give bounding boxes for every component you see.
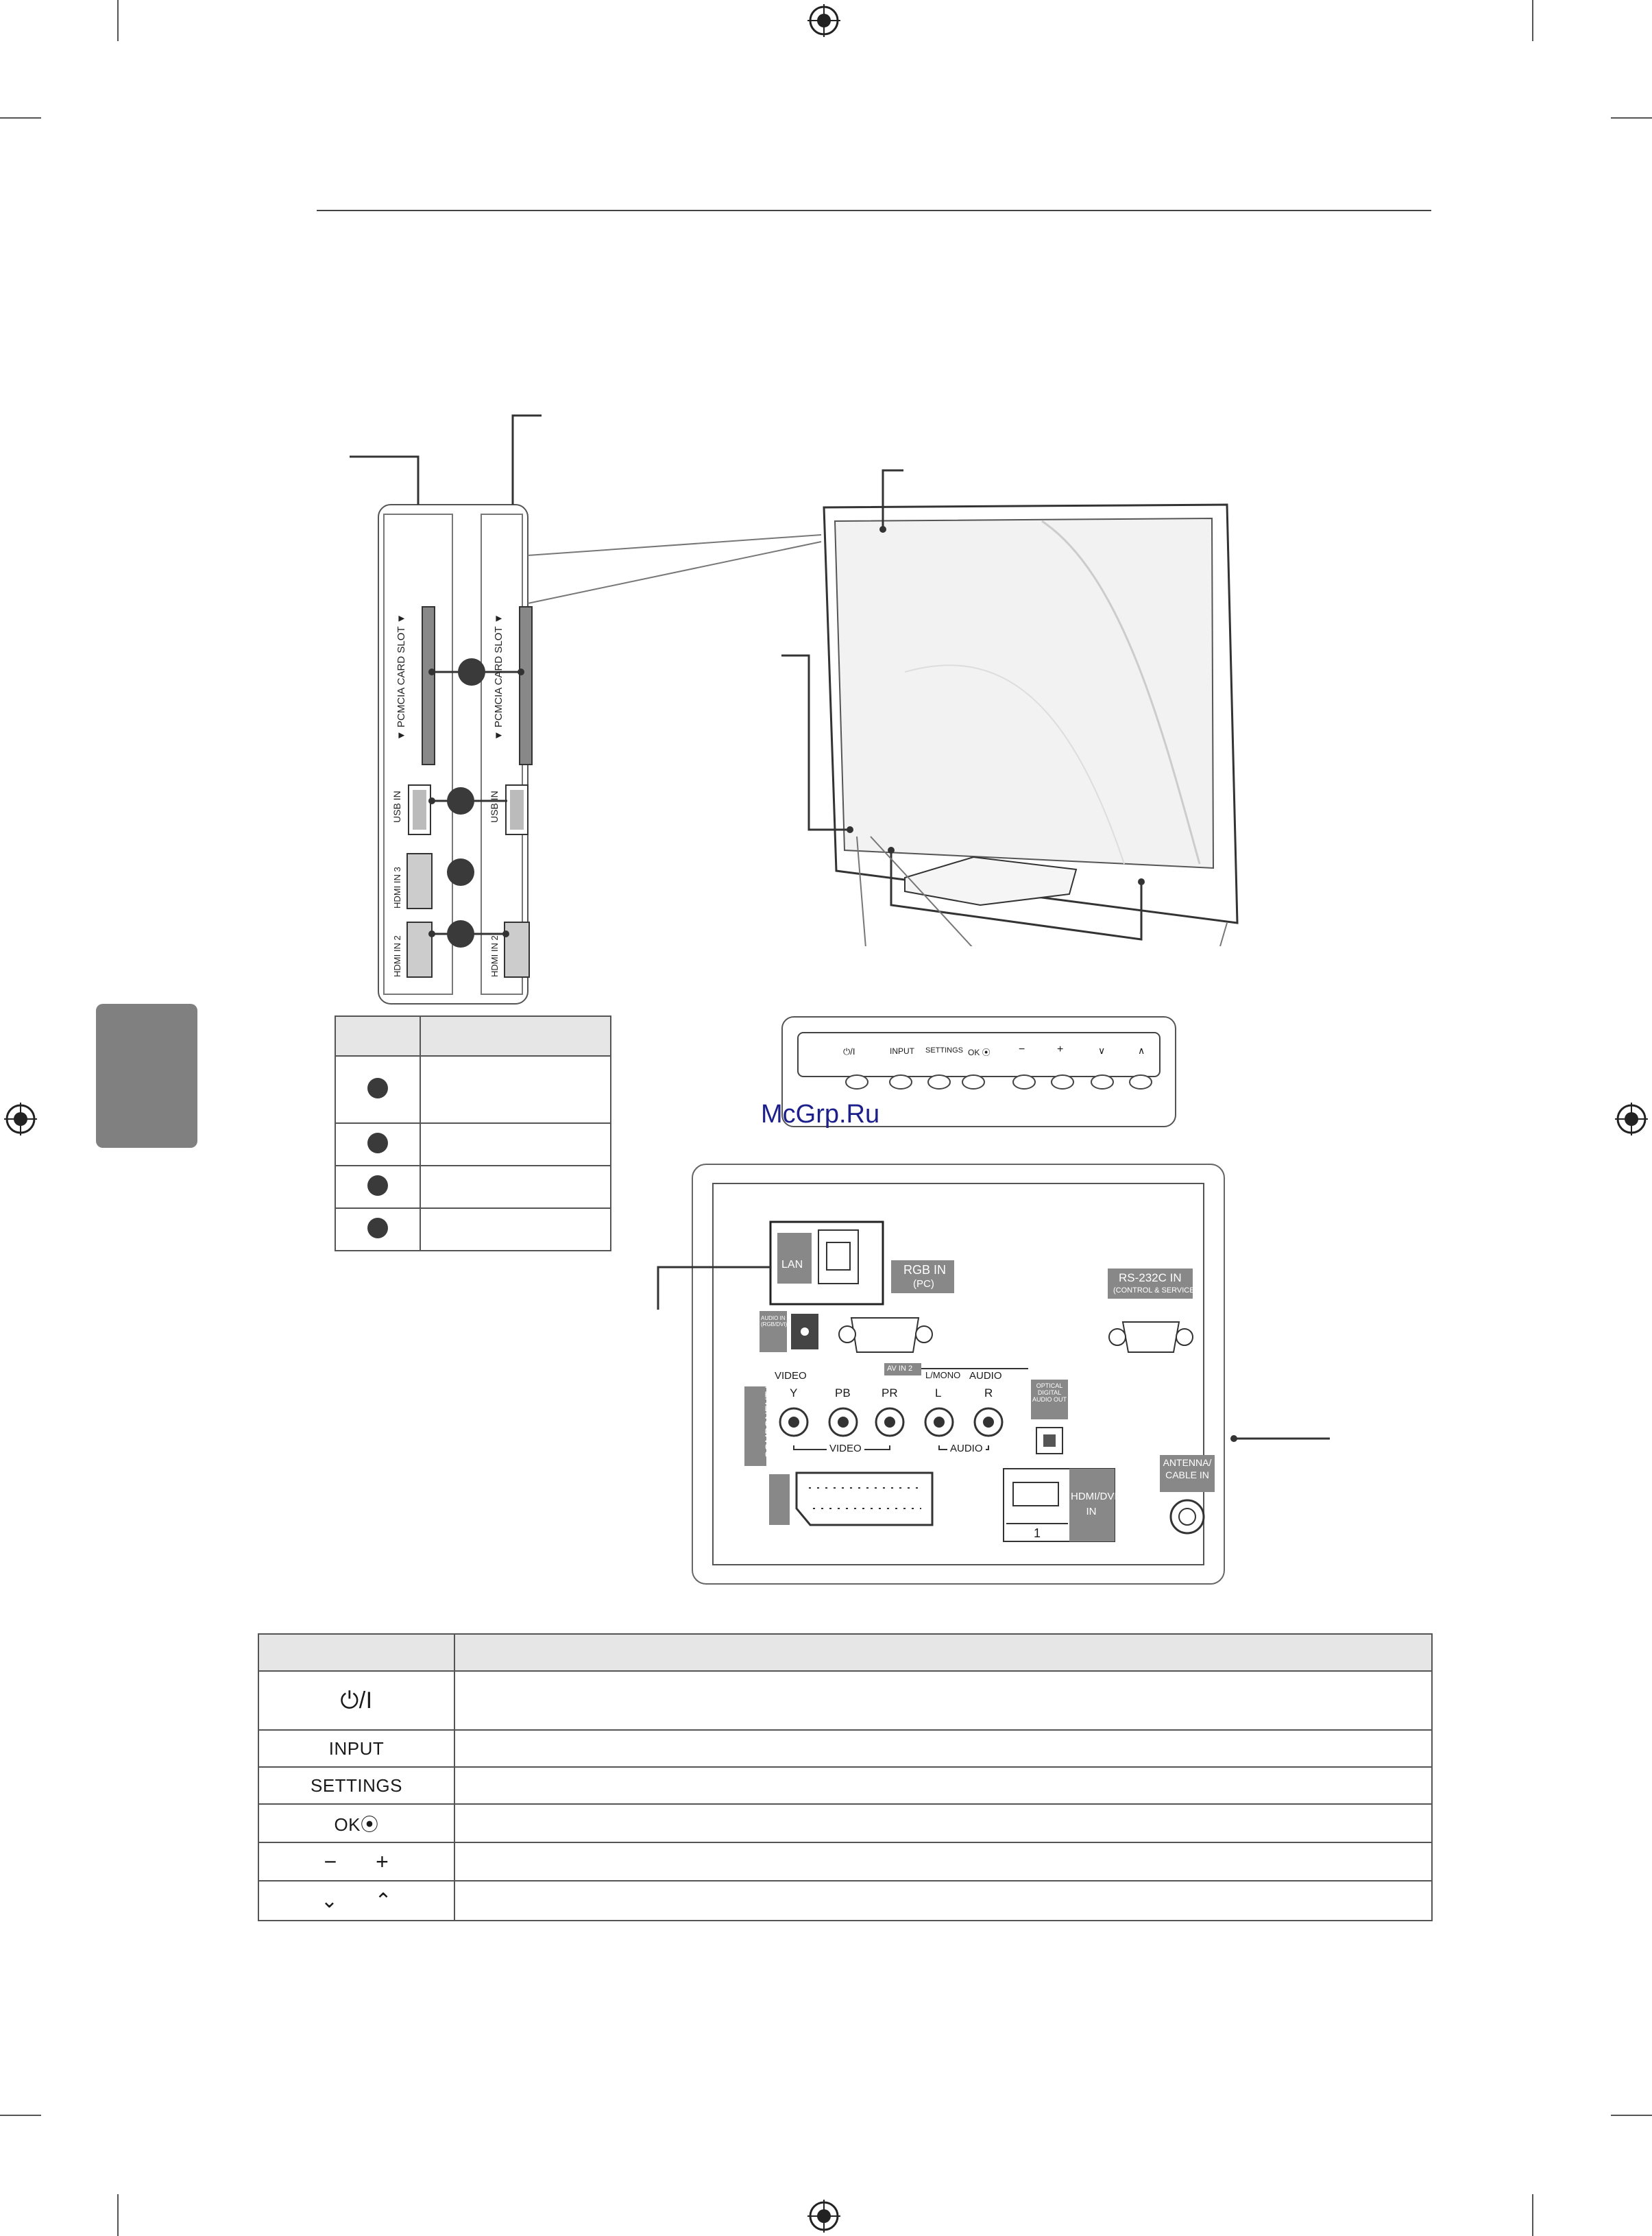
crosshair-circle-icon [807,4,840,37]
pcmcia-slot-label-2: ▼ PCMCIA CARD SLOT ▼ [493,614,505,741]
lmono-label: L/MONO [925,1370,961,1380]
pcmcia-slot-label: ▼ PCMCIA CARD SLOT ▼ [396,614,407,741]
hdmi-in-2-label: HDMI IN 2 [392,935,402,977]
hdmi-dvi-in-label: HDMI/DVI IN [1071,1491,1117,1517]
optical-out-label: OPTICAL DIGITAL AUDIO OUT [1032,1382,1067,1403]
legend-dot [367,1217,388,1238]
front-label-plus: + [1057,1044,1064,1055]
rgb-in-label: RGB IN [903,1263,947,1277]
legend-dot [367,1132,388,1153]
crosshair-circle-icon [4,1103,37,1135]
front-control-buttons [797,1032,1161,1090]
front-label-down: ∨ [1098,1045,1106,1056]
hdmi-in-3-label: HDMI IN 3 [392,867,402,909]
rgb-pc-label: (PC) [913,1278,934,1290]
av-in-2-label: AV IN 2 [887,1365,913,1373]
front-label-settings: SETTINGS [925,1046,964,1055]
hdmi-in-2-label-2: HDMI IN 2 [489,935,500,977]
chapter-tab [96,1004,197,1148]
lan-label: LAN [781,1259,803,1271]
front-label-ok: OK ⦿ [968,1048,991,1057]
tv-diagram [781,469,1239,946]
rear-panel-diagram [657,1164,1330,1585]
channel-buttons-label: ⌄ ⌃ [258,1880,455,1921]
ok-button-label: OK⦿ [258,1803,455,1843]
av-in-1-label: AV IN 1 [760,1479,770,1510]
jack-l-label: L [935,1386,942,1399]
usb-in-label: USB IN [391,791,402,823]
front-label-minus: − [1019,1044,1025,1055]
legend-dot [367,1175,388,1196]
input-button-label: INPUT [258,1729,455,1768]
rs232-sub-label: (CONTROL & SERVICE) [1113,1286,1198,1295]
audio-top-label: AUDIO [969,1370,1002,1382]
antenna-label: ANTENNA/ CABLE IN [1163,1457,1212,1480]
front-label-input: INPUT [890,1046,914,1056]
usb-in-label-2: USB IN [489,791,500,823]
side-panel-diagram: ▼ PCMCIA CARD SLOT ▼ ▼ PCMCIA CARD SLOT … [350,414,822,1005]
video-bottom-label: VIDEO [827,1443,864,1454]
jack-y-label: Y [790,1386,798,1399]
jack-pb-label: PB [835,1386,851,1399]
rs232-label: RS-232C IN [1119,1271,1182,1284]
front-label-power: ⏻/I [843,1046,855,1057]
power-button-label: ⏻/I [258,1670,455,1731]
volume-buttons-label: − + [258,1842,455,1882]
button-function-table: ⏻/I INPUT SETTINGS OK⦿ − + ⌄ ⌃ [258,1633,1433,1921]
watermark-text: McGrp.Ru [761,1100,880,1129]
component-in-label: COMPONENT IN [763,1378,775,1458]
hdmi-port-number: 1 [1034,1526,1041,1540]
settings-button-label: SETTINGS [258,1766,455,1805]
video-top-label: VIDEO [775,1370,807,1382]
crosshair-circle-icon [1615,1103,1648,1135]
connector-legend-table [335,1015,611,1251]
front-label-up: ∧ [1138,1045,1145,1056]
crosshair-circle-icon [807,2200,840,2233]
legend-dot [367,1077,388,1098]
audio-bottom-label: AUDIO [947,1443,986,1454]
audio-in-rgb-label: AUDIO IN (RGB/DVI) [761,1315,788,1327]
jack-r-label: R [984,1386,993,1399]
jack-pr-label: PR [882,1386,898,1399]
